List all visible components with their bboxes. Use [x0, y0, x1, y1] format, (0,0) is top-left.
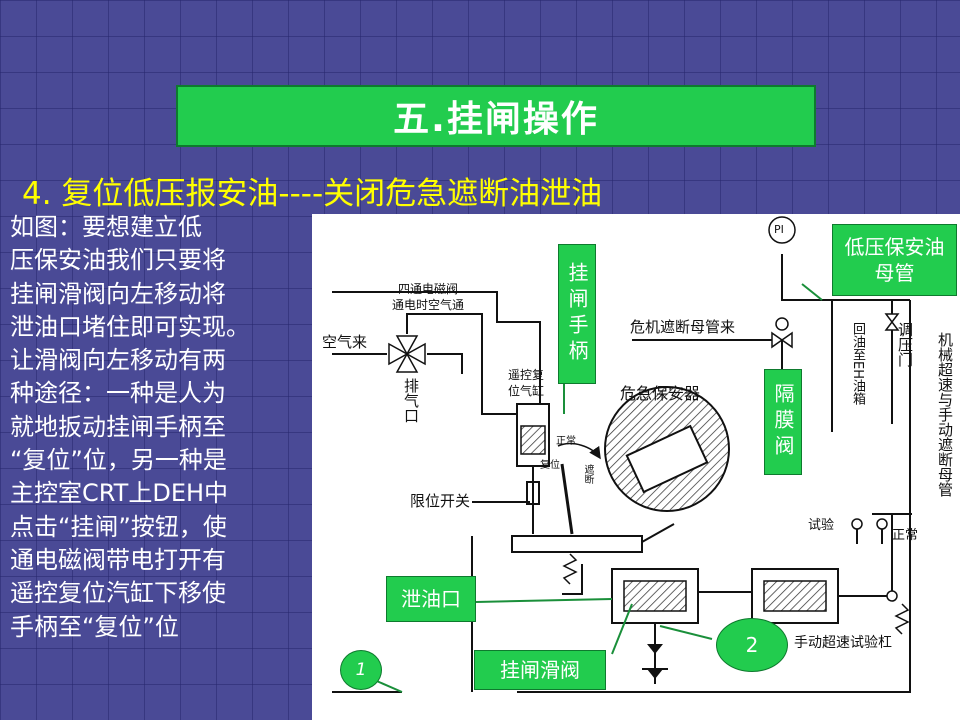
body-line: 遥控复位汽缸下移使 [10, 579, 226, 608]
body-line: 压保安油我们只要将 [10, 246, 226, 275]
label-solenoid-2: 通电时空气通 [392, 298, 465, 312]
label-reset-normal: 正常 [556, 436, 576, 447]
label-header-from: 危机遮断母管来 [630, 318, 736, 336]
body-line: 通电磁阀带电打开有 [10, 545, 226, 574]
body-line: 让滑阀向左移动有两 [10, 346, 226, 375]
diagram-drawing [332, 216, 912, 693]
slide-title: 五.挂闸操作 [176, 85, 816, 147]
callout-diaphragm-valve-text: 隔膜阀 [771, 383, 795, 461]
slide-subtitle: 4. 复位低压报安油----关闭危急遮断油泄油 [22, 176, 603, 212]
callout-trip-handle: 挂闸手柄 [558, 244, 596, 384]
body-line: 如图：要想建立低 [10, 213, 202, 241]
label-limit-switch: 限位开关 [410, 492, 471, 510]
label-normal: 正常 [892, 528, 919, 543]
label-solenoid-1: 四通电磁阀 [398, 282, 459, 296]
body-line: 主控室CRT上DEH中 [10, 479, 229, 508]
label-return-oil: 回油至EH油箱 [850, 322, 865, 405]
label-test: 试验 [808, 518, 835, 533]
callout-drain-port: 泄油口 [386, 576, 476, 622]
four-way-valve-symbol [388, 335, 426, 373]
pressure-gauge [768, 216, 796, 244]
badge-2: 2 [716, 618, 788, 672]
label-trip: 遮断 [582, 464, 593, 484]
body-line: 就地扳动挂闸手柄至 [10, 412, 226, 441]
callout-trip-slide-valve: 挂闸滑阀 [474, 650, 606, 690]
label-air-in: 空气来 [322, 333, 368, 351]
hydraulic-diagram: 四通电磁阀 通电时空气通 空气来 排气口 遥控复 位气缸 正常 复位 遮断 危急… [312, 214, 960, 720]
label-adjust-valve: 调压门 [896, 322, 914, 367]
label-remote-cyl-1: 遥控复 [508, 368, 545, 382]
body-line: 种途径：一种是人为 [10, 379, 226, 408]
diaphragm-valve-symbol [771, 317, 793, 349]
label-reset-pos: 复位 [540, 460, 560, 471]
label-pi: PI [774, 223, 784, 236]
label-remote-cyl-2: 位气缸 [508, 384, 545, 398]
label-exhaust: 排气口 [402, 378, 420, 423]
callout-trip-handle-text: 挂闸手柄 [565, 262, 589, 366]
body-line: 泄油口堵住即可实现。 [10, 312, 250, 341]
body-line: 点击“挂闸”按钮，使 [10, 512, 227, 541]
label-manual-overspeed-lever: 手动超速试验杠 [794, 635, 892, 651]
body-text: 如图：要想建立低 压保安油我们只要将 挂闸滑阀向左移动将 泄油口堵住即可实现。 … [10, 211, 330, 644]
badge-1: 1 [340, 650, 382, 690]
callout-diaphragm-valve: 隔膜阀 [764, 369, 802, 475]
body-line: 手柄至“复位”位 [10, 612, 179, 641]
callout-low-pressure-header-text: 低压保安油母管 [844, 235, 945, 285]
body-line: “复位”位，另一种是 [10, 446, 227, 475]
body-line: 挂闸滑阀向左移动将 [10, 279, 226, 308]
callout-low-pressure-header: 低压保安油母管 [832, 224, 957, 296]
label-emergency-governor: 危急保安器 [620, 384, 701, 403]
label-mech-overspeed: 机械超速与手动遮断母管 [936, 332, 954, 497]
